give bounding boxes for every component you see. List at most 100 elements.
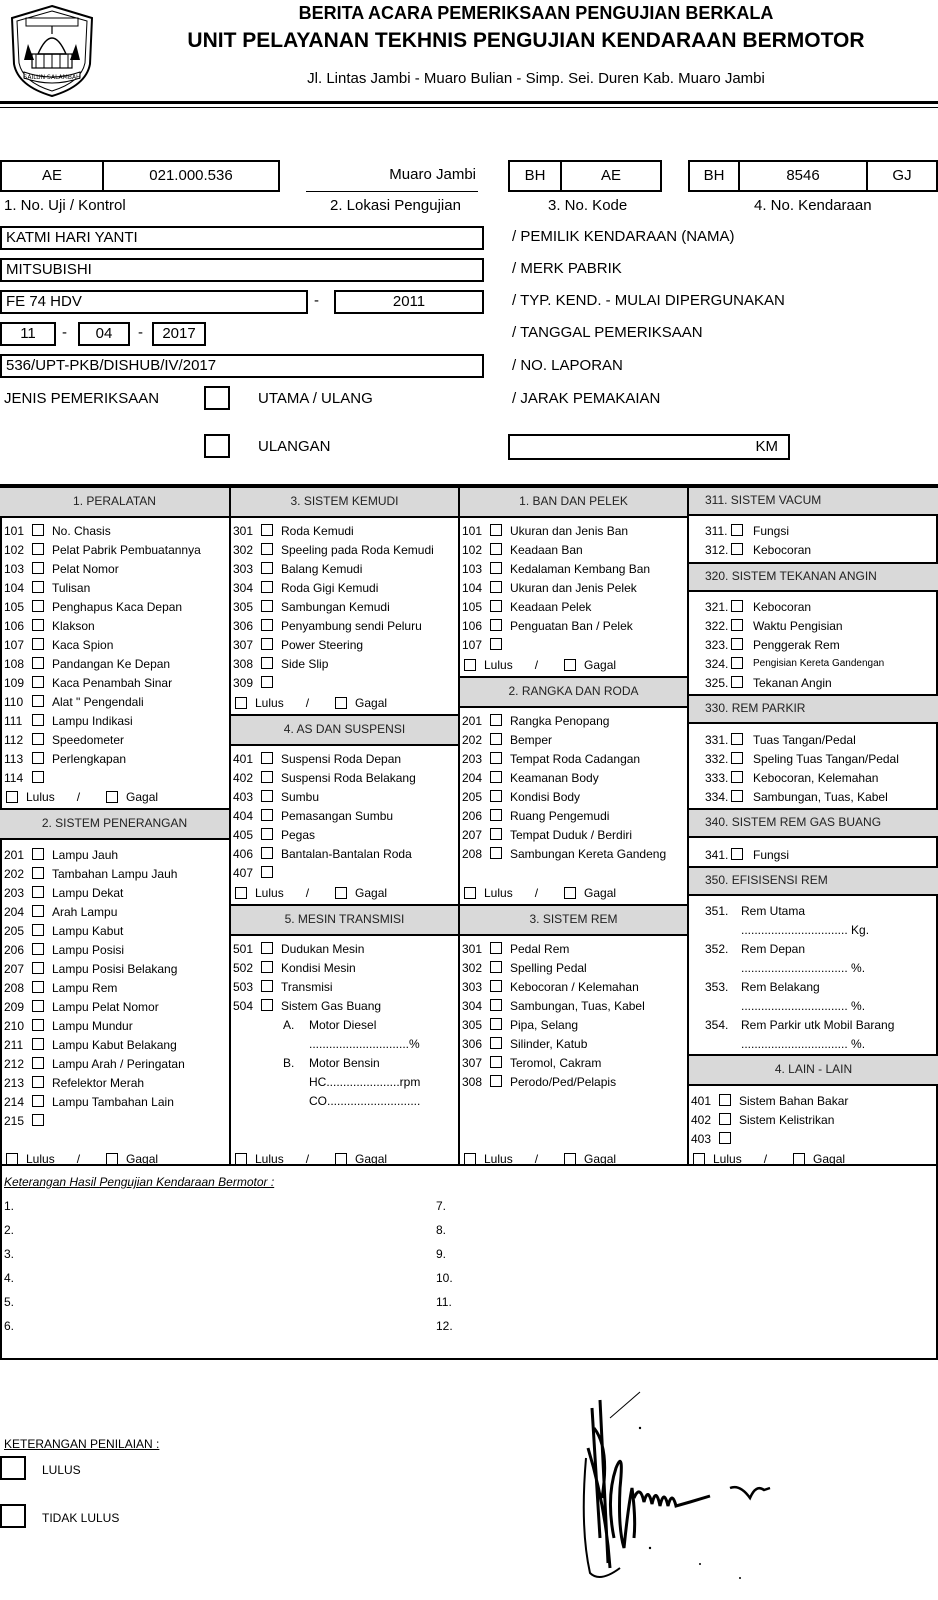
angin-item[interactable]: 325.Tekanan Angin (705, 674, 929, 692)
item-checkbox[interactable] (490, 524, 502, 536)
item-checkbox[interactable] (32, 581, 44, 593)
item-checkbox[interactable] (490, 619, 502, 631)
item-checkbox[interactable] (490, 1056, 502, 1068)
item-checkbox[interactable] (261, 980, 273, 992)
item-checkbox[interactable] (490, 600, 502, 612)
item-checkbox[interactable] (490, 562, 502, 574)
gagal-checkbox[interactable] (564, 887, 577, 899)
item-checkbox[interactable] (261, 543, 273, 555)
item-checkbox[interactable] (731, 600, 743, 612)
item-checkbox[interactable] (261, 961, 273, 973)
item-checkbox[interactable] (32, 924, 44, 936)
angin-item[interactable]: 324.Pengisian Kereta Gandengan (705, 655, 929, 673)
item-checkbox[interactable] (490, 790, 502, 802)
item-checkbox[interactable] (32, 752, 44, 764)
vacum-item[interactable]: 311.Fungsi (705, 522, 929, 540)
item-checkbox[interactable] (261, 524, 273, 536)
item-checkbox[interactable] (731, 676, 743, 688)
item-checkbox[interactable] (32, 638, 44, 650)
item-checkbox[interactable] (32, 943, 44, 955)
item-checkbox[interactable] (261, 942, 273, 954)
item-checkbox[interactable] (490, 714, 502, 726)
item-checkbox[interactable] (32, 905, 44, 917)
lain-item[interactable]: 403 (691, 1130, 915, 1148)
item-checkbox[interactable] (32, 886, 44, 898)
item-checkbox[interactable] (32, 524, 44, 536)
item-checkbox[interactable] (490, 847, 502, 859)
utama-checkbox[interactable] (204, 386, 230, 410)
item-checkbox[interactable] (731, 733, 743, 745)
penerangan-item[interactable]: 215 (4, 1112, 228, 1130)
item-checkbox[interactable] (490, 543, 502, 555)
parkir-item[interactable]: 331.Tuas Tangan/Pedal (705, 731, 929, 749)
peralatan-item[interactable]: 114 (4, 769, 228, 787)
lulus-checkbox[interactable] (0, 1456, 26, 1480)
lulus-checkbox[interactable] (6, 791, 18, 803)
gas-item[interactable]: 341.Fungsi (705, 846, 929, 864)
tidak-lulus-checkbox[interactable] (0, 1504, 26, 1528)
item-checkbox[interactable] (731, 524, 743, 536)
item-checkbox[interactable] (32, 867, 44, 879)
item-checkbox[interactable] (32, 714, 44, 726)
item-checkbox[interactable] (261, 676, 273, 688)
ban-item[interactable]: 107 (462, 636, 686, 654)
gagal-checkbox[interactable] (335, 697, 348, 709)
lulus-checkbox[interactable] (464, 659, 476, 671)
item-checkbox[interactable] (261, 847, 273, 859)
item-checkbox[interactable] (490, 809, 502, 821)
item-checkbox[interactable] (490, 980, 502, 992)
item-checkbox[interactable] (490, 771, 502, 783)
item-checkbox[interactable] (490, 1018, 502, 1030)
item-checkbox[interactable] (32, 1038, 44, 1050)
kemudi-item[interactable]: 309 (233, 674, 457, 692)
item-checkbox[interactable] (32, 1000, 44, 1012)
item-checkbox[interactable] (261, 790, 273, 802)
item-checkbox[interactable] (261, 828, 273, 840)
item-checkbox[interactable] (490, 638, 502, 650)
item-checkbox[interactable] (490, 752, 502, 764)
item-checkbox[interactable] (32, 962, 44, 974)
item-checkbox[interactable] (490, 581, 502, 593)
ulangan-checkbox[interactable] (204, 434, 230, 458)
item-checkbox[interactable] (32, 981, 44, 993)
gagal-checkbox[interactable] (106, 791, 119, 803)
gagal-checkbox[interactable] (335, 887, 348, 899)
item-checkbox[interactable] (32, 676, 44, 688)
item-checkbox[interactable] (261, 771, 273, 783)
as-item[interactable]: 407 (233, 864, 457, 882)
item-checkbox[interactable] (32, 657, 44, 669)
item-checkbox[interactable] (32, 1095, 44, 1107)
